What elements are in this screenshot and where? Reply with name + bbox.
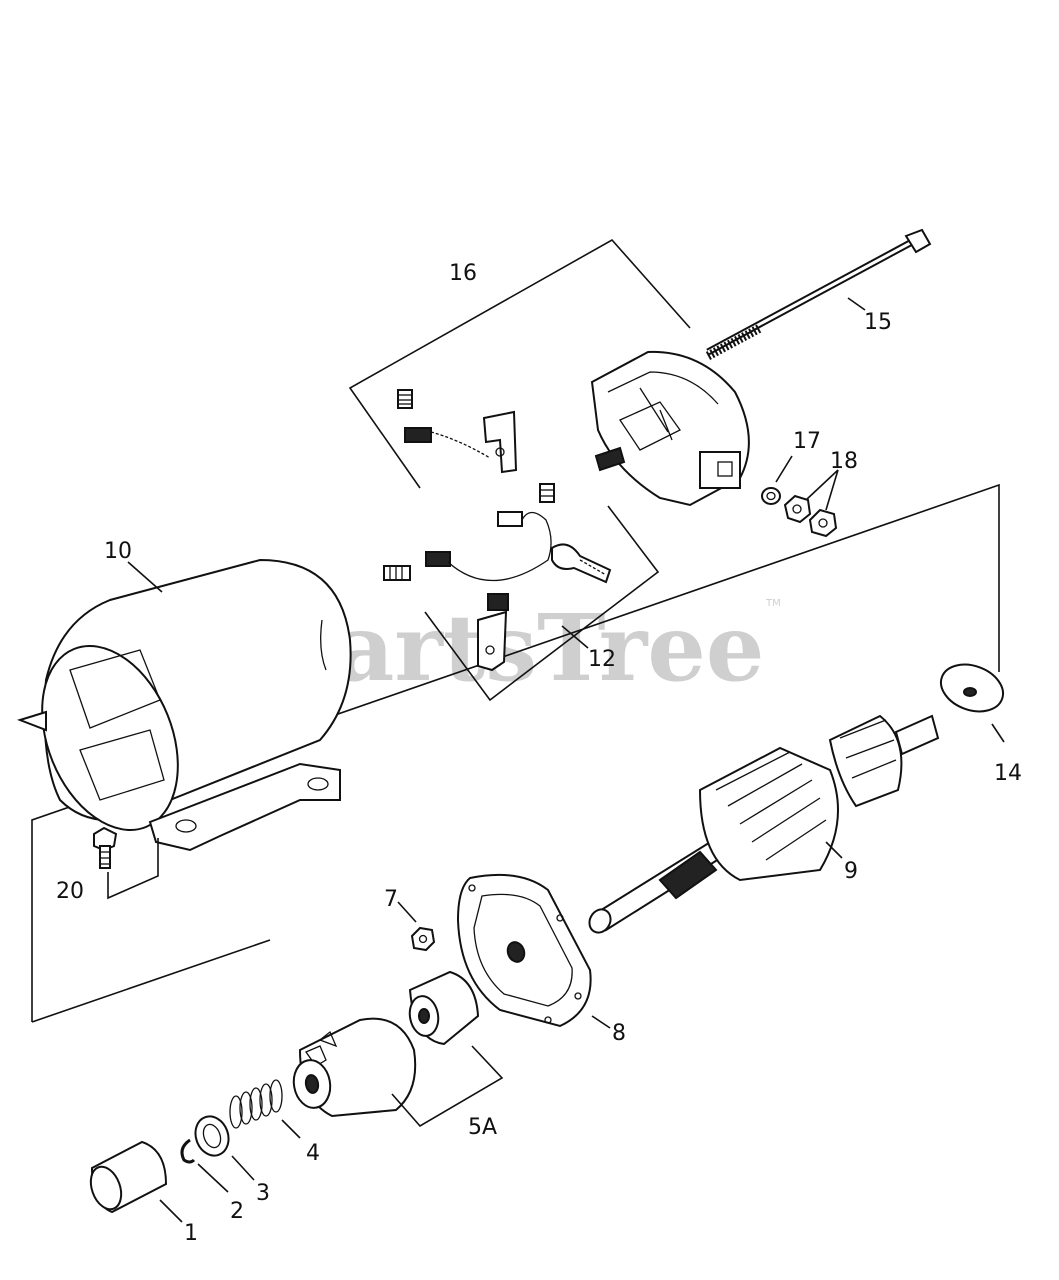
leader-3 [231, 1155, 255, 1181]
part-end-cap[interactable] [590, 350, 750, 507]
callout-15: 15 [864, 310, 892, 335]
callout-10: 10 [104, 539, 132, 564]
part-7-nut[interactable] [410, 926, 436, 952]
leader-4 [281, 1119, 301, 1139]
callout-12: 12 [588, 647, 616, 672]
leader-17 [775, 455, 793, 483]
group-bracket-main [31, 483, 1000, 1022]
callout-9: 9 [844, 859, 858, 884]
callout-7: 7 [384, 887, 398, 912]
callout-4: 4 [306, 1141, 320, 1166]
part-2-retaining-ring[interactable] [180, 1138, 196, 1164]
part-20-screw[interactable] [93, 826, 118, 869]
part-10-motor-housing[interactable] [16, 558, 352, 852]
part-5a-drive-gear[interactable] [290, 1017, 417, 1118]
callout-3: 3 [256, 1181, 270, 1206]
leader-9 [825, 841, 843, 859]
watermark-trademark: TM [765, 598, 781, 609]
part-18-nuts[interactable] [783, 494, 838, 538]
leader-7 [397, 901, 417, 923]
leader-5a [391, 1045, 504, 1128]
part-9-armature[interactable] [585, 714, 940, 936]
callout-2: 2 [230, 1199, 244, 1224]
part-12-brush-lead[interactable] [383, 483, 612, 584]
group-bracket-main-base [31, 939, 271, 1023]
callout-14: 14 [994, 761, 1022, 786]
leader-1 [159, 1199, 183, 1223]
callout-18: 18 [830, 449, 858, 474]
callout-8: 8 [612, 1021, 626, 1046]
leader-18b [825, 469, 839, 511]
leader-14 [991, 723, 1005, 743]
group-bracket-brush-kit [348, 238, 691, 489]
callout-20: 20 [56, 879, 84, 904]
part-12-brush-bracket[interactable] [477, 593, 509, 672]
callout-17: 17 [793, 429, 821, 454]
leader-12 [561, 625, 589, 649]
callout-1: 1 [184, 1221, 198, 1246]
leader-2 [197, 1163, 229, 1193]
callout-16: 16 [449, 261, 477, 286]
leader-20 [107, 838, 159, 900]
leader-15 [847, 297, 866, 311]
leader-10 [127, 561, 163, 593]
part-15-through-bolt[interactable] [705, 228, 932, 360]
part-4-spring[interactable] [229, 1079, 283, 1129]
part-5a-drive-hub[interactable] [407, 970, 480, 1046]
part-3-collar[interactable] [190, 1112, 234, 1161]
part-1-cap[interactable] [85, 1140, 168, 1214]
callout-5a: 5A [468, 1115, 497, 1140]
part-8-end-plate[interactable] [456, 873, 592, 1028]
leader-18a [805, 469, 839, 501]
part-16-brush-spring[interactable] [397, 389, 413, 409]
part-16-brush-holder[interactable] [404, 410, 518, 474]
part-17-washer[interactable] [761, 487, 781, 505]
leader-8 [591, 1015, 611, 1029]
part-14-thrust-washer[interactable] [934, 656, 1009, 719]
